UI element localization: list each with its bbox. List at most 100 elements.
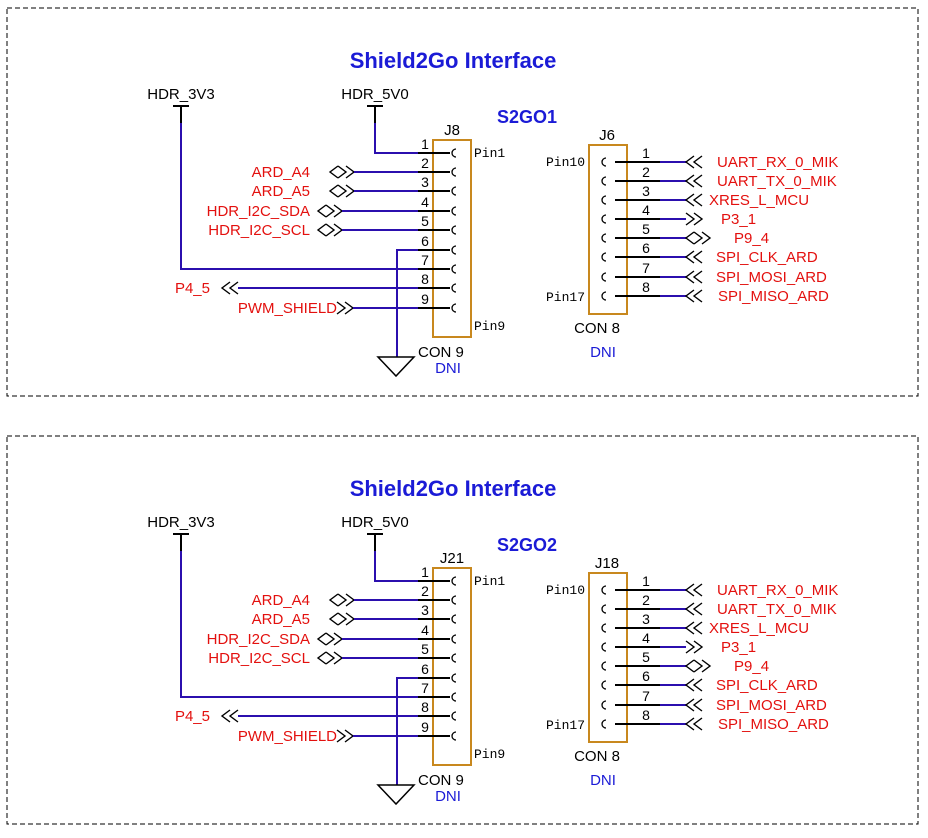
pin-socket-icon	[451, 614, 457, 624]
panel-title: Shield2Go Interface	[350, 48, 557, 73]
pin-socket-icon	[601, 604, 607, 614]
net-port-icon	[316, 651, 344, 665]
right-pin-number: 4	[642, 630, 650, 646]
right-first-pin-label: Pin10	[546, 583, 585, 598]
left-pin-number: 8	[421, 271, 429, 287]
left-pin-number: 3	[421, 174, 429, 190]
net-label: ARD_A4	[252, 164, 310, 181]
wire-ground	[396, 249, 418, 357]
pin-socket-icon	[451, 595, 457, 605]
net-label: P9_4	[734, 230, 769, 247]
input-port-icon	[684, 270, 703, 284]
right-pin-number: 3	[642, 183, 650, 199]
net-port-icon	[316, 223, 344, 237]
pin-socket-icon	[451, 731, 457, 741]
net-label: P9_4	[734, 658, 769, 675]
left-pin-number: 8	[421, 699, 429, 715]
input-port-icon	[684, 698, 703, 712]
hdr-5v0-label: HDR_5V0	[341, 514, 409, 531]
right-connector-body	[588, 572, 628, 743]
pin-socket-icon	[451, 653, 457, 663]
net-port-icon	[684, 659, 712, 673]
wire-ground	[396, 677, 418, 785]
pin-socket-icon	[601, 642, 607, 652]
right-connector-value: CON 8	[574, 320, 620, 337]
input-port-icon	[684, 193, 703, 207]
module-ref-label: S2GO1	[497, 107, 557, 127]
left-pin-number: 2	[421, 583, 429, 599]
net-label: SPI_CLK_ARD	[716, 249, 818, 266]
left-connector-body	[432, 567, 472, 766]
module-ref-label: S2GO2	[497, 535, 557, 555]
net-label: P4_5	[175, 708, 210, 725]
panel-title: Shield2Go Interface	[350, 476, 557, 501]
pin-socket-icon	[451, 576, 457, 586]
input-port-icon	[684, 583, 703, 597]
right-pin-number: 8	[642, 707, 650, 723]
net-label: HDR_I2C_SCL	[208, 222, 310, 239]
pin-socket-icon	[451, 634, 457, 644]
right-connector-dni: DNI	[590, 772, 616, 789]
right-pin-number: 5	[642, 649, 650, 665]
net-label: HDR_I2C_SCL	[208, 650, 310, 667]
left-pin-number: 4	[421, 622, 429, 638]
input-port-icon	[684, 717, 703, 731]
input-port-icon	[684, 602, 703, 616]
pin-socket-icon	[451, 225, 457, 235]
net-label: SPI_MOSI_ARD	[716, 697, 827, 714]
wire-hdr-3v3	[180, 123, 418, 270]
pin-socket-icon	[601, 214, 607, 224]
net-label: PWM_SHIELD	[238, 728, 337, 745]
input-port-icon	[684, 155, 703, 169]
left-pin-number: 4	[421, 194, 429, 210]
pin-socket-icon	[601, 700, 607, 710]
pin-socket-icon	[451, 148, 457, 158]
wire-hdr-5v0	[374, 123, 418, 154]
right-pin-number: 1	[642, 145, 650, 161]
panel-border	[6, 435, 919, 825]
left-pin-number: 1	[421, 564, 429, 580]
wire-hdr-5v0	[374, 551, 418, 582]
pin-socket-icon	[451, 692, 457, 702]
left-connector-body	[432, 139, 472, 338]
left-first-pin-label: Pin1	[474, 574, 505, 589]
right-last-pin-label: Pin17	[546, 718, 585, 733]
net-port-icon	[328, 184, 356, 198]
pin-socket-icon	[601, 680, 607, 690]
left-first-pin-label: Pin1	[474, 146, 505, 161]
net-port-icon	[316, 632, 344, 646]
net-label: P3_1	[721, 211, 756, 228]
left-pin-number: 1	[421, 136, 429, 152]
right-connector-ref: J18	[595, 555, 619, 572]
ground-icon	[376, 356, 416, 378]
pin-socket-icon	[451, 711, 457, 721]
left-connector-dni: DNI	[435, 360, 461, 377]
right-last-pin-label: Pin17	[546, 290, 585, 305]
right-first-pin-label: Pin10	[546, 155, 585, 170]
left-connector-value: CON 9	[418, 772, 464, 789]
net-port-icon	[316, 204, 344, 218]
pin-socket-icon	[601, 661, 607, 671]
right-connector-ref: J6	[599, 127, 615, 144]
left-pin-number: 3	[421, 602, 429, 618]
pin-socket-icon	[451, 206, 457, 216]
pin-socket-icon	[451, 186, 457, 196]
left-pin-number: 5	[421, 641, 429, 657]
left-last-pin-label: Pin9	[474, 747, 505, 762]
net-label: PWM_SHIELD	[238, 300, 337, 317]
input-port-icon	[220, 281, 239, 295]
input-port-icon	[220, 709, 239, 723]
panel-border	[6, 7, 919, 397]
input-port-icon	[684, 678, 703, 692]
left-pin-number: 7	[421, 680, 429, 696]
net-label: HDR_I2C_SDA	[207, 631, 310, 648]
net-label: HDR_I2C_SDA	[207, 203, 310, 220]
net-label: SPI_MOSI_ARD	[716, 269, 827, 286]
left-pin-number: 5	[421, 213, 429, 229]
pin-socket-icon	[601, 195, 607, 205]
ground-icon	[376, 784, 416, 806]
output-port-icon	[685, 212, 704, 226]
